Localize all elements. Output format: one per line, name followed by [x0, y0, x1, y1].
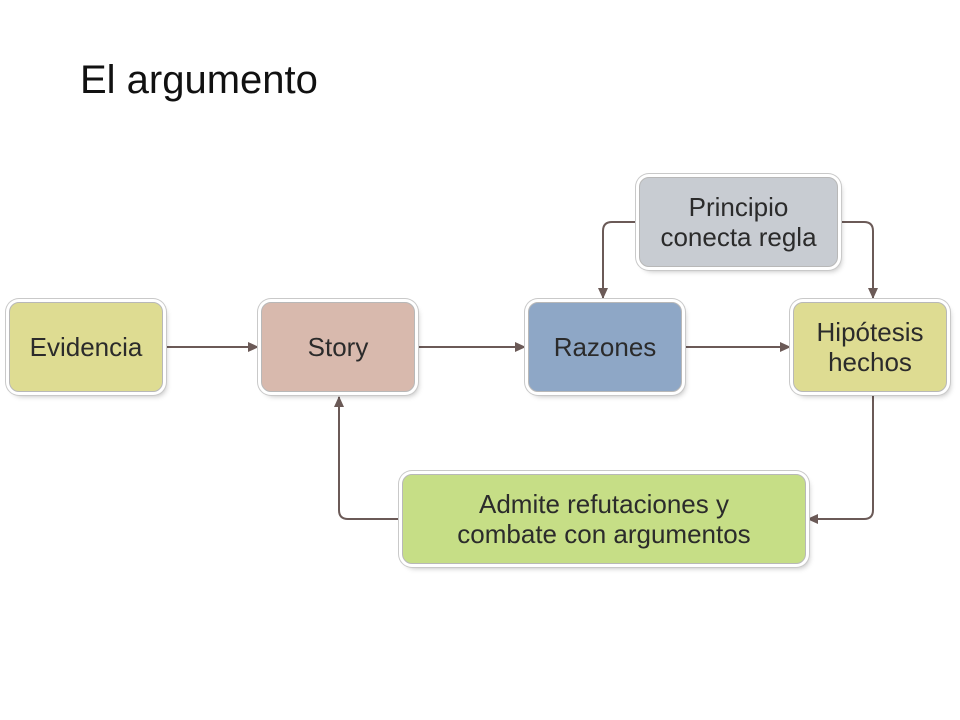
- arrow-principio-razones: [598, 221, 637, 299]
- node-hipotesis-label: Hipótesis hechos: [816, 317, 924, 377]
- page-title: El argumento: [80, 58, 318, 102]
- arrow-principio-hipotesis: [840, 221, 878, 299]
- node-evidencia-label: Evidencia: [29, 332, 143, 362]
- node-principio: Principio conecta regla: [639, 177, 838, 267]
- node-admite: Admite refutaciones y combate con argume…: [402, 474, 806, 564]
- node-principio-label: Principio conecta regla: [660, 192, 817, 252]
- node-razones-label: Razones: [553, 332, 657, 362]
- node-story: Story: [261, 302, 415, 392]
- node-hipotesis: Hipótesis hechos: [793, 302, 947, 392]
- node-story-label: Story: [307, 332, 369, 362]
- node-evidencia: Evidencia: [9, 302, 163, 392]
- node-admite-label: Admite refutaciones y combate con argume…: [457, 489, 751, 549]
- node-razones: Razones: [528, 302, 682, 392]
- arrow-admite-story: [334, 396, 400, 520]
- arrow-hipotesis-admite: [807, 396, 874, 524]
